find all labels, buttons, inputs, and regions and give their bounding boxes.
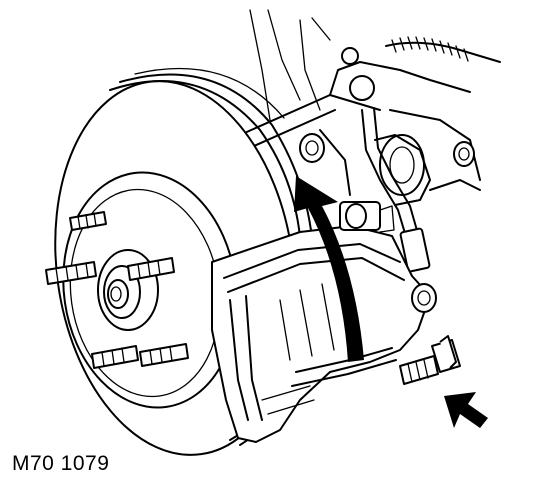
suspension-linework [239, 9, 481, 206]
direction-arrow-icon [444, 392, 488, 428]
knuckle-bolts [299, 133, 475, 167]
wheel-studs [45, 211, 189, 369]
figure-code-label: M70 1079 [12, 452, 110, 475]
brake-caliper [211, 201, 437, 443]
rotation-arrow-icon [294, 176, 364, 362]
brake-hose [341, 36, 501, 273]
guide-pin-bolt [399, 335, 461, 385]
